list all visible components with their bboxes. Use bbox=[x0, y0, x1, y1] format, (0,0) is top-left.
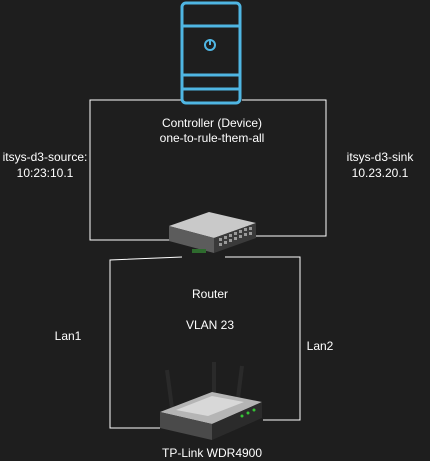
wireless-router-icon bbox=[160, 362, 262, 440]
link-sink bbox=[242, 99, 327, 237]
lan1-label: Lan1 bbox=[54, 329, 82, 343]
controller-title: Controller (Device) bbox=[161, 116, 263, 130]
sink-link-name: itsys-d3-sink bbox=[346, 150, 414, 164]
link-lan2 bbox=[225, 256, 301, 421]
vlan-label: VLAN 23 bbox=[185, 318, 235, 332]
sink-link-ip: 10.23.20.1 bbox=[351, 166, 409, 180]
source-link-ip: 10:23:10.1 bbox=[16, 166, 74, 180]
lan2-label: Lan2 bbox=[306, 339, 334, 353]
controller-name: one-to-rule-them-all bbox=[159, 131, 265, 145]
router-label: Router bbox=[191, 287, 229, 301]
router-model-label: TP-Link WDR4900 bbox=[161, 446, 263, 460]
link-source bbox=[89, 99, 182, 241]
network-switch-icon bbox=[169, 212, 256, 253]
link-lan1 bbox=[109, 256, 183, 429]
source-link-name: itsys-d3-source: bbox=[2, 150, 88, 164]
server-tower-icon bbox=[180, 1, 242, 105]
